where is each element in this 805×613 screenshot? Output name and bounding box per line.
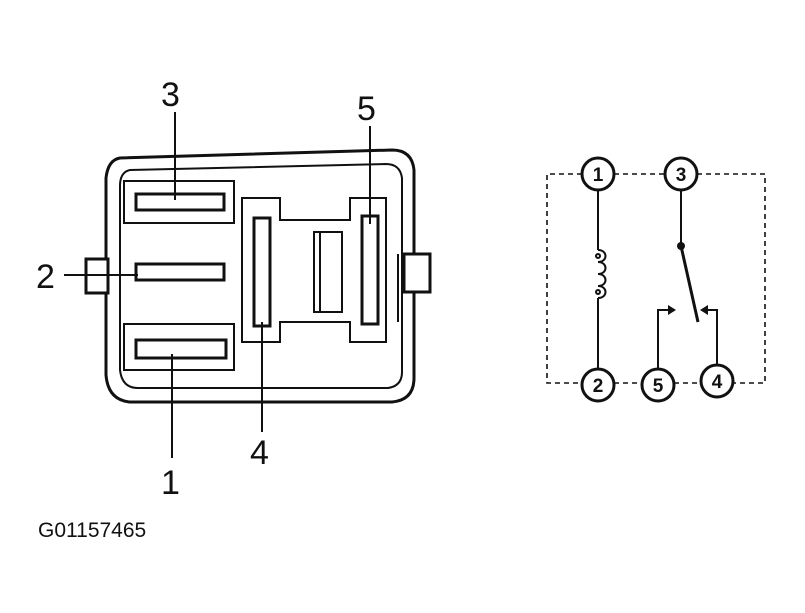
center-boss-outline [241, 197, 387, 343]
terminal-1-blade [134, 338, 228, 360]
svg-text:2: 2 [593, 376, 604, 397]
schematic-terminal-1: 1 [580, 156, 616, 192]
schematic-terminal-5: 5 [640, 367, 676, 403]
right-mounting-tab [402, 252, 432, 294]
connector-label-3: 3 [161, 76, 180, 114]
svg-text:5: 5 [653, 376, 664, 397]
contact-5-arrow [668, 305, 676, 315]
schematic-terminal-4: 4 [699, 363, 735, 399]
relay-schematic: 1 3 2 5 4 [546, 156, 766, 403]
svg-text:3: 3 [676, 165, 687, 186]
center-slot [313, 231, 343, 313]
figure-code: G01157465 [38, 519, 146, 542]
terminal-3-cavity [123, 180, 235, 224]
connector-label-1: 1 [161, 464, 180, 502]
contact-5-wire [657, 309, 668, 368]
contact-4-wire [708, 309, 718, 368]
contact-4-arrow [700, 305, 708, 315]
switch-arm [679, 245, 700, 323]
terminal-4-blade [252, 216, 272, 328]
terminal-3-blade [134, 192, 226, 212]
connector-view: 3 5 2 4 1 [36, 76, 432, 502]
connector-label-2: 2 [36, 258, 55, 296]
terminal-1-cavity [123, 323, 235, 371]
terminal-5-blade [360, 214, 380, 326]
svg-text:4: 4 [712, 372, 723, 393]
relay-housing-inner [119, 162, 403, 389]
relay-housing-outer [104, 148, 416, 404]
coil-symbol [597, 249, 607, 299]
svg-text:1: 1 [593, 165, 604, 186]
schematic-enclosure [546, 173, 582, 384]
schematic-terminal-2: 2 [580, 367, 616, 403]
schematic-terminal-3: 3 [663, 156, 699, 192]
terminal-2-blade [134, 262, 226, 282]
connector-label-5: 5 [357, 90, 376, 128]
connector-label-4: 4 [250, 434, 269, 472]
